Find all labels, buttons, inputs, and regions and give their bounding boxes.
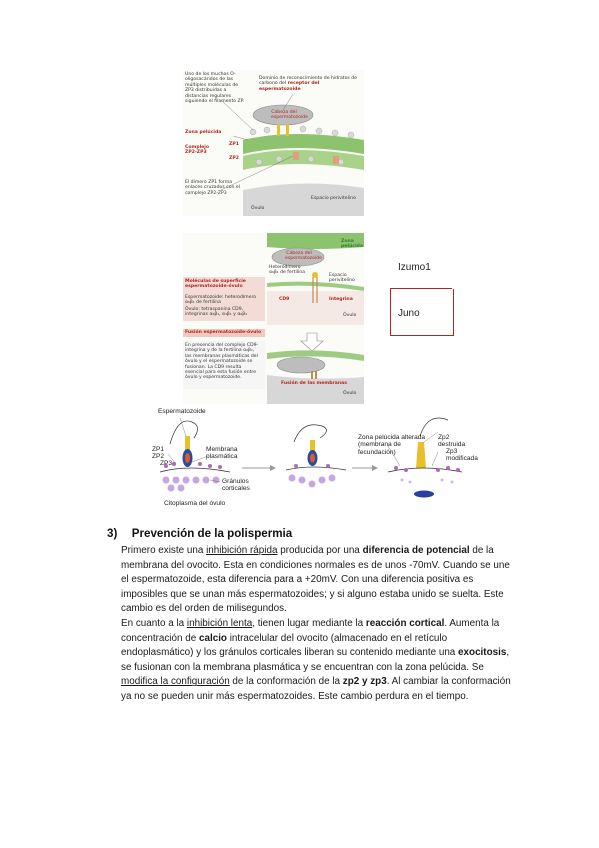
zp3-modified-label: Zp3 modificada xyxy=(446,448,478,463)
sperm-egg-fusion-figure: Zona pelúcida Cabeza del espermatozoide … xyxy=(183,233,365,404)
juno-label: Juno xyxy=(398,308,420,319)
section-number: 3) xyxy=(107,527,118,540)
zp2-label: ZP2 xyxy=(229,156,239,161)
plasma-membrane-label: Membrana plasmática xyxy=(206,446,238,461)
zp1-label-3: ZP1 xyxy=(152,446,165,453)
perivitelline-space-label-2: Espacio perivitelino xyxy=(329,273,355,284)
fusion-title: Fusión espermatozoide-óvulo xyxy=(185,330,262,335)
exocytosis-term: exocitosis xyxy=(458,647,507,659)
izumo-label: Izumo1 xyxy=(398,262,431,273)
zp2-destroyed-label: Zp2 destruida xyxy=(438,434,466,449)
fusion-description: En presencia del complejo CD9-integrina … xyxy=(185,343,259,381)
zp2-zp3-complex-label: Complejo ZP2-ZP3 xyxy=(185,145,210,156)
ovulo-label-3: Óvulo xyxy=(343,391,357,396)
juno-box xyxy=(390,289,454,336)
egg-cytoplasm-label: Citoplasma del óvulo xyxy=(164,500,226,507)
cortical-reaction-term: reacción cortical xyxy=(365,617,445,629)
potential-difference-term: diferencia de potencial xyxy=(362,545,470,556)
dimer-note: El dímero ZP1 forma enlaces cruzados con… xyxy=(185,180,240,196)
slow-inhibition-term: inhibición lenta xyxy=(186,617,253,629)
integrin-label: Integrina xyxy=(329,297,353,302)
izumo-juno-panel: Izumo1 Juno xyxy=(390,240,454,336)
ovulo-label: Óvulo xyxy=(251,206,265,211)
zona-pellucida-structure-figure: Uno de los muchos O-oligosacáridos de la… xyxy=(183,70,364,216)
ovulo-label-2: Óvulo xyxy=(343,313,357,318)
surface-molecules-title: Moléculas de superficie espermatozoide-ó… xyxy=(185,279,246,290)
section-heading: 3) Prevención de la polispermia xyxy=(107,527,292,540)
fertilin-heterodimer-label: Heterodímero α₆β₁ de fertilina xyxy=(269,265,305,276)
calcium-term: calcio xyxy=(198,632,227,644)
sperm-head-label: Cabeza del espermatozoide xyxy=(271,110,308,121)
membrane-fusion-label: Fusión de las membranas xyxy=(281,381,347,386)
zp3-label-3: ZP3 xyxy=(160,460,173,467)
izumo-box xyxy=(390,240,452,289)
sperm-label: Espermatozoide xyxy=(158,408,206,415)
cortical-granules-label: Gránulos corticales xyxy=(222,478,250,493)
section-title: Prevención de la polispermia xyxy=(131,527,293,540)
cortical-reaction-figure: Espermatozoide ZP1 ZP2 ZP3 Membrana plas… xyxy=(152,406,478,510)
paragraph-fast-block: Primero existe una inhibición rápida pro… xyxy=(121,545,510,615)
sperm-molecules-desc: Espermatozoide: heterodímero α₆β₁ de fer… xyxy=(185,295,257,306)
zp2-zp3-term: zp2 y zp3 xyxy=(342,676,387,688)
fast-inhibition-term: inhibición rápida xyxy=(206,545,278,556)
zp2-label-3: ZP2 xyxy=(152,453,165,460)
altered-zona-label: Zona pelúcida alterada (membrana de fecu… xyxy=(358,434,426,456)
section-body: Primero existe una inhibición rápida pro… xyxy=(121,544,511,705)
paragraph-slow-block: En cuanto a la inhibición lenta, tienen … xyxy=(121,617,511,702)
configuration-change-term: modifica la configuración xyxy=(121,676,230,688)
cd9-label: CD9 xyxy=(279,297,290,302)
recognition-domain-label: Dominio de reconocimiento de hidratos de… xyxy=(259,76,358,92)
sperm-head-label-2: Cabeza del espermatozoide xyxy=(285,251,322,262)
egg-molecules-desc: Óvulo: tetraspanina CD9, integrinas α₆β₁… xyxy=(185,307,247,318)
zona-pellucida-label-2: Zona pelúcida xyxy=(341,239,363,250)
oligosaccharide-note: Uno de los muchos O-oligosacáridos de la… xyxy=(185,72,245,105)
zona-pellucida-label: Zona pelúcida xyxy=(185,130,222,135)
perivitelline-space-label: Espacio perivitelino xyxy=(311,196,356,201)
cortical-reaction-illustration xyxy=(159,417,463,498)
zp1-label: ZP1 xyxy=(229,142,239,147)
zona-pellucida-illustration xyxy=(220,93,364,216)
fusion-illustration xyxy=(183,233,365,404)
